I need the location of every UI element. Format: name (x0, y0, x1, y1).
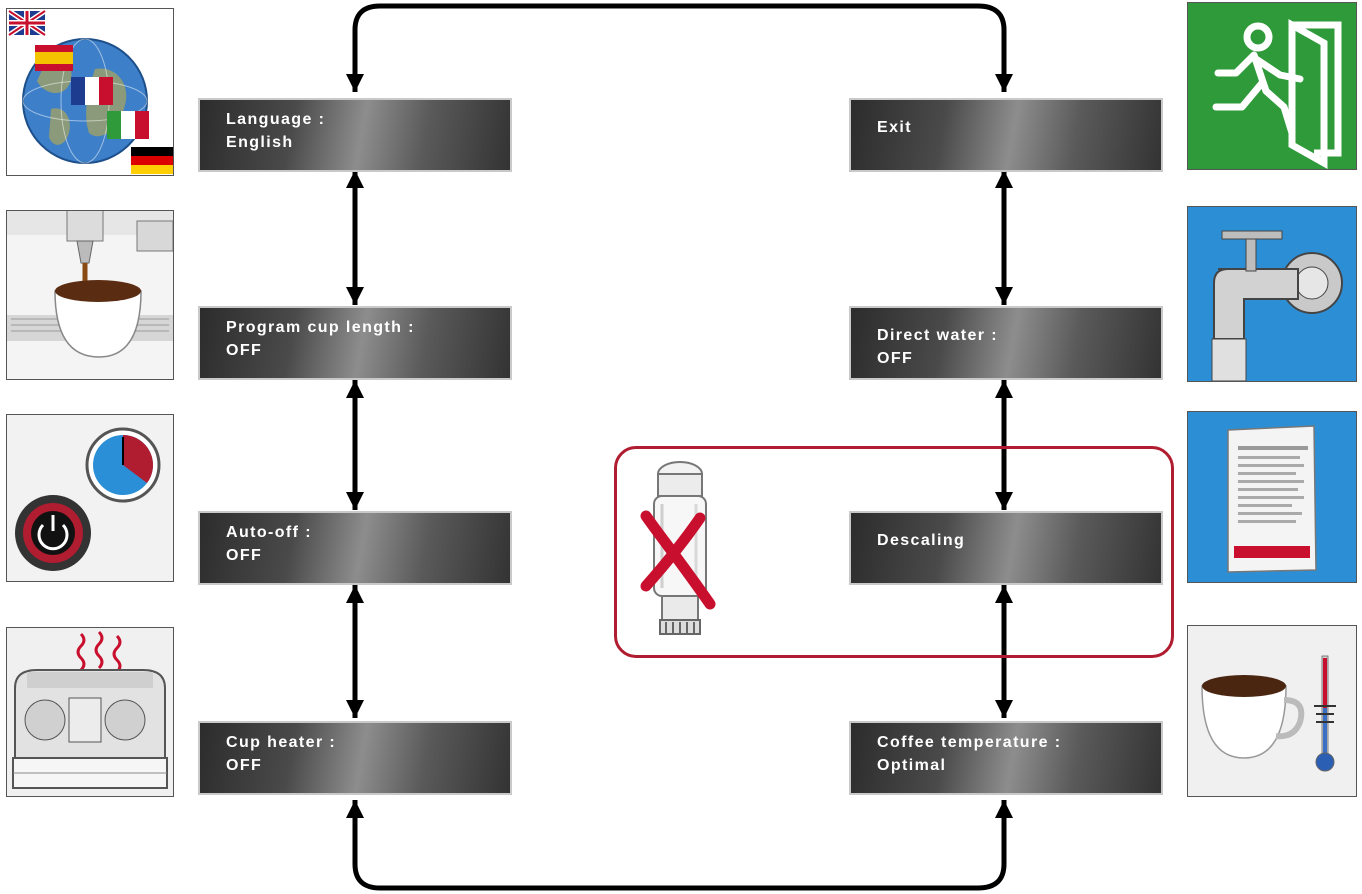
menu-item-value: OFF (226, 342, 263, 359)
menu-item-title: Descaling (877, 532, 966, 549)
menu-item-value: English (226, 134, 294, 151)
menu-item-program-cup-length[interactable]: Program cup length : OFF (198, 306, 512, 380)
espresso-cup-icon (6, 210, 174, 380)
descaling-highlight-frame (614, 446, 1174, 658)
menu-item-value: OFF (226, 757, 263, 774)
menu-item-title: Auto-off : (226, 524, 312, 541)
exit-door-icon (1187, 2, 1357, 170)
menu-item-direct-water[interactable]: Direct water : OFF (849, 306, 1163, 380)
menu-item-title: Exit (877, 119, 912, 136)
menu-item-auto-off[interactable]: Auto-off : OFF (198, 511, 512, 585)
menu-item-value: OFF (877, 350, 914, 367)
auto-off-timer-icon (6, 414, 174, 582)
menu-item-title: Coffee temperature : (877, 734, 1062, 751)
menu-item-title: Program cup length : (226, 319, 415, 336)
menu-item-value: Optimal (877, 757, 947, 774)
menu-item-exit[interactable]: Exit (849, 98, 1163, 172)
menu-item-cup-heater[interactable]: Cup heater : OFF (198, 721, 512, 795)
loop-arrow-top (346, 3, 1013, 92)
menu-item-title: Language : (226, 111, 326, 128)
menu-item-title: Direct water : (877, 327, 998, 344)
cup-heater-machine-icon (6, 627, 174, 797)
no-filter-cartridge-icon (640, 456, 720, 641)
menu-item-language[interactable]: Language : English (198, 98, 512, 172)
globe-flags-icon (6, 8, 174, 176)
menu-item-value: OFF (226, 547, 263, 564)
menu-item-coffee-temperature[interactable]: Coffee temperature : Optimal (849, 721, 1163, 795)
descaling-powder-sachet-icon (1187, 411, 1357, 583)
water-tap-icon (1187, 206, 1357, 382)
loop-arrow-bottom (346, 800, 1013, 891)
menu-item-title: Cup heater : (226, 734, 337, 751)
menu-item-descaling[interactable]: Descaling (849, 511, 1163, 585)
coffee-thermometer-icon (1187, 625, 1357, 797)
